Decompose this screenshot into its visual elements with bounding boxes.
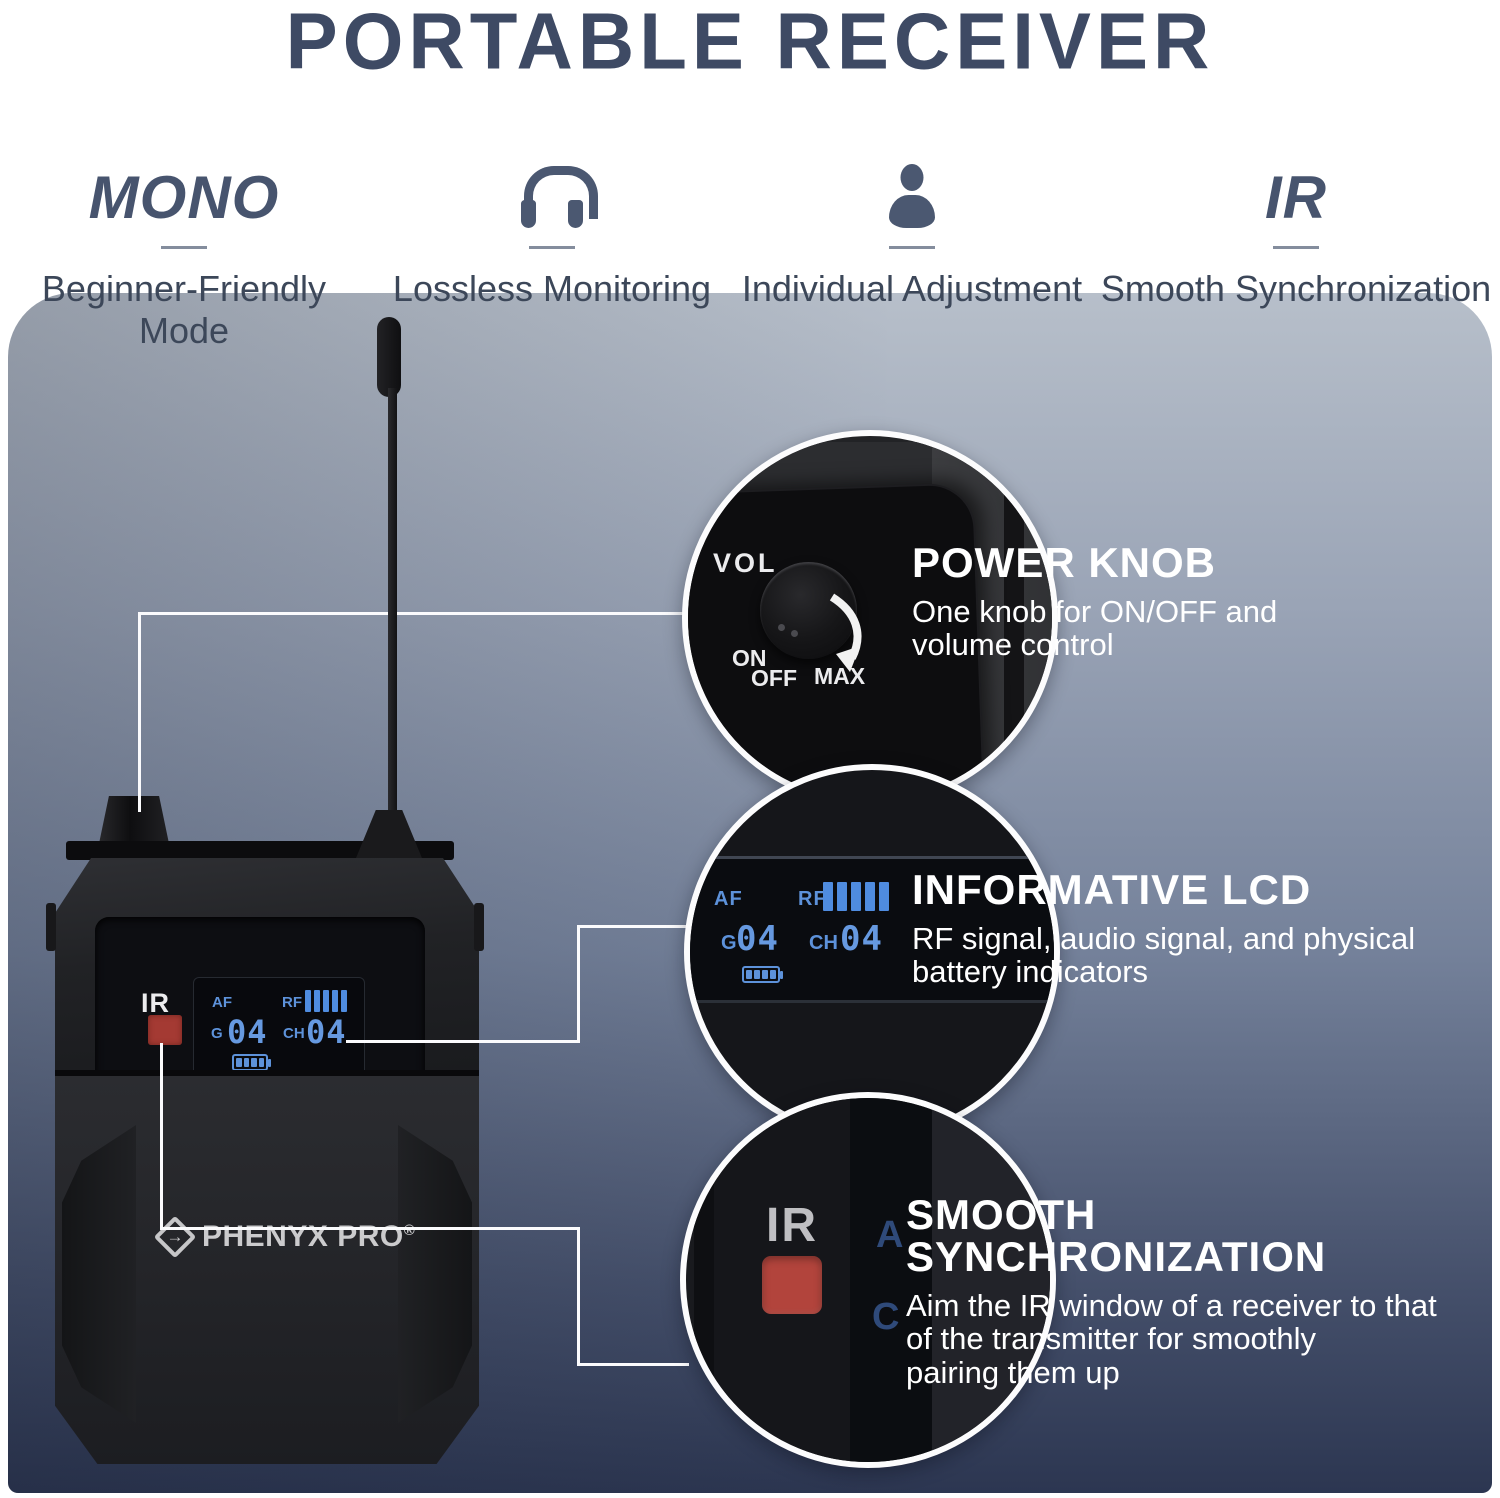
divider [1273, 246, 1319, 249]
zoom-circle-lcd: AF RF G 04 CH 04 [684, 764, 1060, 1140]
callout-line-lcd-h2 [577, 925, 695, 928]
side-clip-left [46, 903, 56, 951]
ir-window-closeup [762, 1256, 822, 1314]
mono-wordmark: MONO [88, 164, 280, 231]
lcd-rf-label: RF [282, 994, 302, 1011]
callout-smooth-sync: SMOOTH SYNCHRONIZATION Aim the IR window… [906, 1191, 1500, 1390]
device-top-bar [66, 841, 454, 860]
divider [529, 246, 575, 249]
lcd-af-label: AF [212, 994, 232, 1011]
lcd-af-label: AF [714, 888, 743, 910]
callout-line-lcd-h1 [346, 1040, 580, 1043]
lcd-group-label: G [721, 932, 737, 954]
feature-label: Beginner-Friendly Mode [41, 268, 327, 351]
battery-indicator [232, 1054, 268, 1071]
panel-strip [694, 1098, 714, 1462]
callout-line-lcd-v [577, 925, 580, 1043]
group-value: 04 [736, 919, 779, 959]
channel-value: 04 [840, 919, 883, 959]
feature-mono: MONO Beginner-Friendly Mode [0, 116, 368, 352]
lcd-channel-label: CH [809, 932, 838, 954]
channel-value: 04 [306, 1013, 347, 1051]
device-lcd: AF RF G 04 CH 04 [193, 977, 365, 1083]
partial-af-glyph: A [876, 1214, 904, 1256]
person-icon [889, 164, 935, 228]
group-value: 04 [227, 1013, 268, 1051]
rf-signal-bars [823, 882, 889, 911]
body-seam [55, 1070, 479, 1076]
callout-power-knob: POWER KNOB One knob for ON/OFF and volum… [912, 542, 1277, 662]
callout-title: POWER KNOB [912, 539, 1216, 586]
battery-indicator [742, 966, 780, 983]
feature-label: Lossless Monitoring [392, 268, 712, 309]
body-edge [932, 1098, 1050, 1462]
antenna-rod [388, 388, 397, 830]
callout-informative-lcd: INFORMATIVE LCD RF signal, audio signal,… [912, 869, 1415, 989]
ir-window-label: IR [141, 988, 170, 1018]
callout-title: INFORMATIVE LCD [912, 866, 1312, 913]
lcd-group-label: G [211, 1025, 223, 1042]
max-label: MAX [814, 663, 866, 689]
feature-label: Individual Adjustment [741, 268, 1083, 309]
volume-knob-closeup [760, 562, 857, 659]
knob-dot [791, 630, 798, 637]
rotation-arrow-icon [829, 593, 862, 672]
knob-dot [778, 624, 785, 631]
callout-description: Aim the IR window of a receiver to that … [906, 1288, 1437, 1390]
lcd-edge [850, 1098, 932, 1462]
callout-line-ir-h1 [160, 1227, 580, 1230]
page-title: PORTABLE RECEIVER [285, 0, 1215, 86]
lcd-rf-label: RF [798, 888, 827, 910]
ir-window [148, 1015, 182, 1045]
partial-ch-glyph: C [872, 1296, 900, 1338]
callout-line-ir-h2 [577, 1363, 689, 1366]
callout-line-ir-v1 [160, 1043, 163, 1230]
edge-stripe [1004, 436, 1024, 800]
callout-description: One knob for ON/OFF and volume control [912, 594, 1278, 663]
side-clip-right [474, 903, 484, 951]
lcd-channel-label: CH [283, 1025, 305, 1042]
on-label: ON [732, 645, 767, 671]
feature-adjustment: Individual Adjustment [736, 116, 1088, 310]
ir-wordmark: IR [1265, 164, 1327, 231]
rf-signal-bars [305, 990, 347, 1012]
ir-window-label: IR [766, 1199, 818, 1252]
vol-label: VOL [713, 548, 778, 578]
zoom-circle-ir: A C IR [680, 1092, 1056, 1468]
brand-name: PHENYX PRO® [202, 1220, 416, 1253]
divider [161, 246, 207, 249]
off-label: OFF [751, 665, 797, 691]
feature-monitoring: Lossless Monitoring [368, 116, 736, 310]
antenna-cap [377, 317, 401, 397]
callout-line-ir-v2 [577, 1227, 580, 1366]
feature-label: Smooth Synchronization [1100, 268, 1492, 309]
headphones-icon [520, 166, 598, 228]
callout-description: RF signal, audio signal, and physical ba… [912, 921, 1416, 990]
callout-line-knob-h [138, 612, 686, 615]
callout-title: SMOOTH SYNCHRONIZATION [906, 1191, 1327, 1280]
zoom-circle-power-knob: VOL ON OFF MAX [682, 430, 1058, 806]
feature-ir: IR Smooth Synchronization [1096, 116, 1496, 310]
callout-line-knob-v [138, 612, 141, 812]
divider [889, 246, 935, 249]
brand-logo: → PHENYX PRO® [153, 1215, 416, 1259]
